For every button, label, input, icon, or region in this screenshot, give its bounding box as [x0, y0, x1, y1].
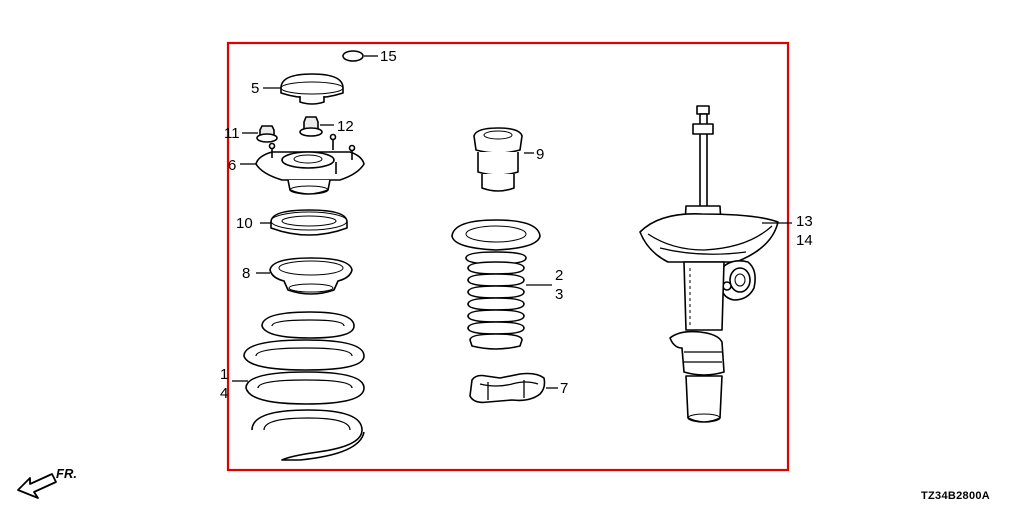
front-direction-indicator: FR.	[17, 466, 77, 499]
part-13-14-strut-assembly[interactable]: 13 14	[639, 105, 813, 423]
part-10-bearing[interactable]: 10	[236, 209, 348, 236]
part-9-bump-stop[interactable]: 9	[473, 127, 544, 192]
callout-1: 1	[220, 366, 228, 383]
part-8-upper-spring-seat[interactable]: 8	[242, 257, 353, 295]
callout-2: 2	[555, 267, 563, 284]
callout-7: 7	[560, 380, 568, 397]
callout-15: 15	[380, 48, 397, 65]
part-7-clip[interactable]: 7	[469, 372, 568, 404]
callout-13: 13	[796, 213, 813, 230]
direction-label: FR.	[56, 466, 77, 481]
callout-3: 3	[555, 286, 563, 303]
front-arrow-icon	[17, 473, 57, 499]
callout-12: 12	[337, 118, 354, 135]
part-2-3-dust-boot[interactable]: 2 3	[451, 219, 563, 350]
part-6-upper-mount-base[interactable]: 6	[228, 133, 365, 195]
callout-10: 10	[236, 215, 253, 232]
diagram-frame	[226, 41, 790, 472]
callout-9: 9	[536, 146, 544, 163]
callout-14: 14	[796, 232, 813, 249]
part-12-self-locking-nut[interactable]: 12	[299, 116, 354, 137]
part-1-4-coil-spring[interactable]: 1 4	[220, 311, 365, 461]
callout-6: 6	[228, 157, 236, 174]
callout-8: 8	[242, 265, 250, 282]
callout-11: 11	[224, 125, 240, 142]
part-15-o-ring[interactable]: 15	[342, 48, 397, 65]
callout-5: 5	[251, 80, 259, 97]
diagram-code: TZ34B2800A	[921, 490, 990, 502]
part-11-flange-nut[interactable]: 11	[224, 125, 278, 143]
callout-4: 4	[220, 385, 228, 402]
part-5-mount-cap[interactable]: 5	[251, 73, 344, 105]
